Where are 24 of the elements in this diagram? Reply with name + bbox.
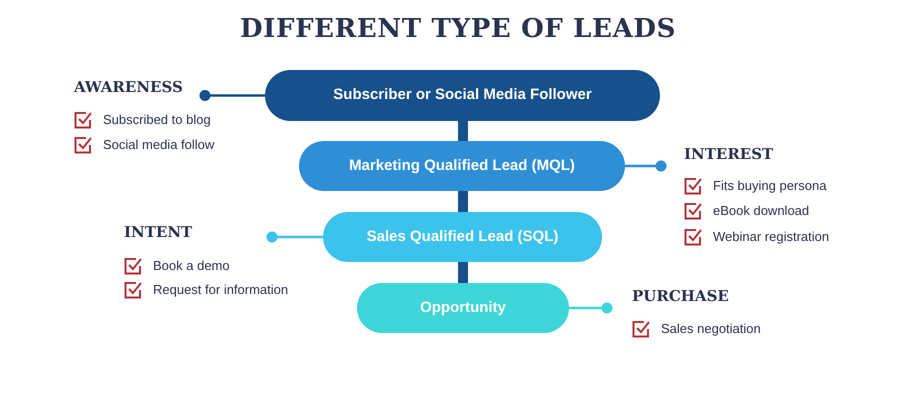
category-heading: AWARENESS [74,77,183,98]
connector-bar [458,262,468,283]
checklist-item: Book a demo [153,257,230,275]
checklist-item: Subscribed to blog [103,111,211,129]
stage-pill: Opportunity [357,283,569,333]
dot-connector [200,90,265,101]
checklist-item: Request for information [153,281,288,299]
checklist-item: Fits buying persona [713,177,826,195]
dot-connector [625,160,666,172]
category-heading: PURCHASE [632,286,729,307]
checklist-item: eBook download [713,202,810,220]
category-heading: INTENT [124,222,192,243]
stage-pill: Subscriber or Social Media Follower [265,70,660,121]
checklist-item: Social media follow [103,136,214,154]
checklist-item: Sales negotiation [661,320,761,338]
dot-connector [569,302,612,314]
diagram-title: DIFFERENT TYPE OF LEADS [240,13,676,46]
dot-connector [266,232,323,242]
connector-bar [458,191,468,212]
stage-pill: Sales Qualified Lead (SQL) [323,212,602,262]
connector-bar [458,121,468,141]
category-heading: INTEREST [684,144,774,165]
stage-pill: Marketing Qualified Lead (MQL) [299,141,625,191]
checklist-item: Webinar registration [713,228,830,246]
